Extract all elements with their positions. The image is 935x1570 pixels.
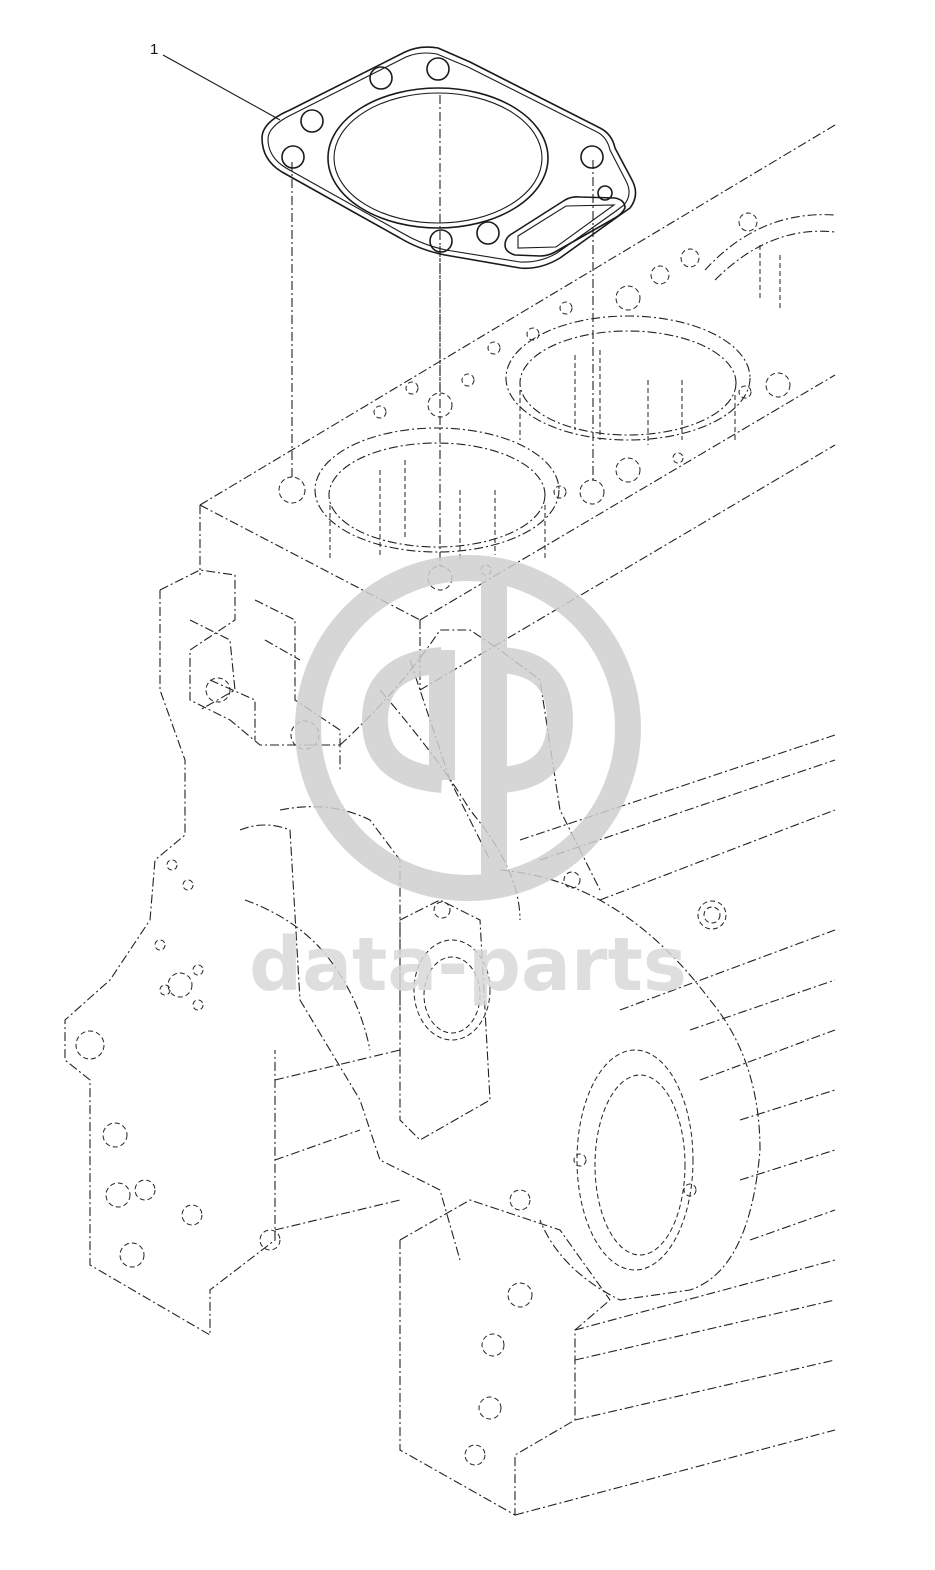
watermark-text: data-parts (249, 922, 687, 1008)
flange-holes (75, 859, 204, 1268)
engine-block (64, 124, 836, 1516)
deck-bolt-holes (278, 212, 791, 591)
alignment-lines (291, 95, 594, 566)
watermark-logo-icon (295, 555, 641, 901)
callout-label: 1 (150, 41, 158, 58)
watermark: data-parts (249, 555, 687, 1008)
callout-1: 1 (150, 41, 281, 121)
cylinder-head-gasket (261, 46, 637, 270)
